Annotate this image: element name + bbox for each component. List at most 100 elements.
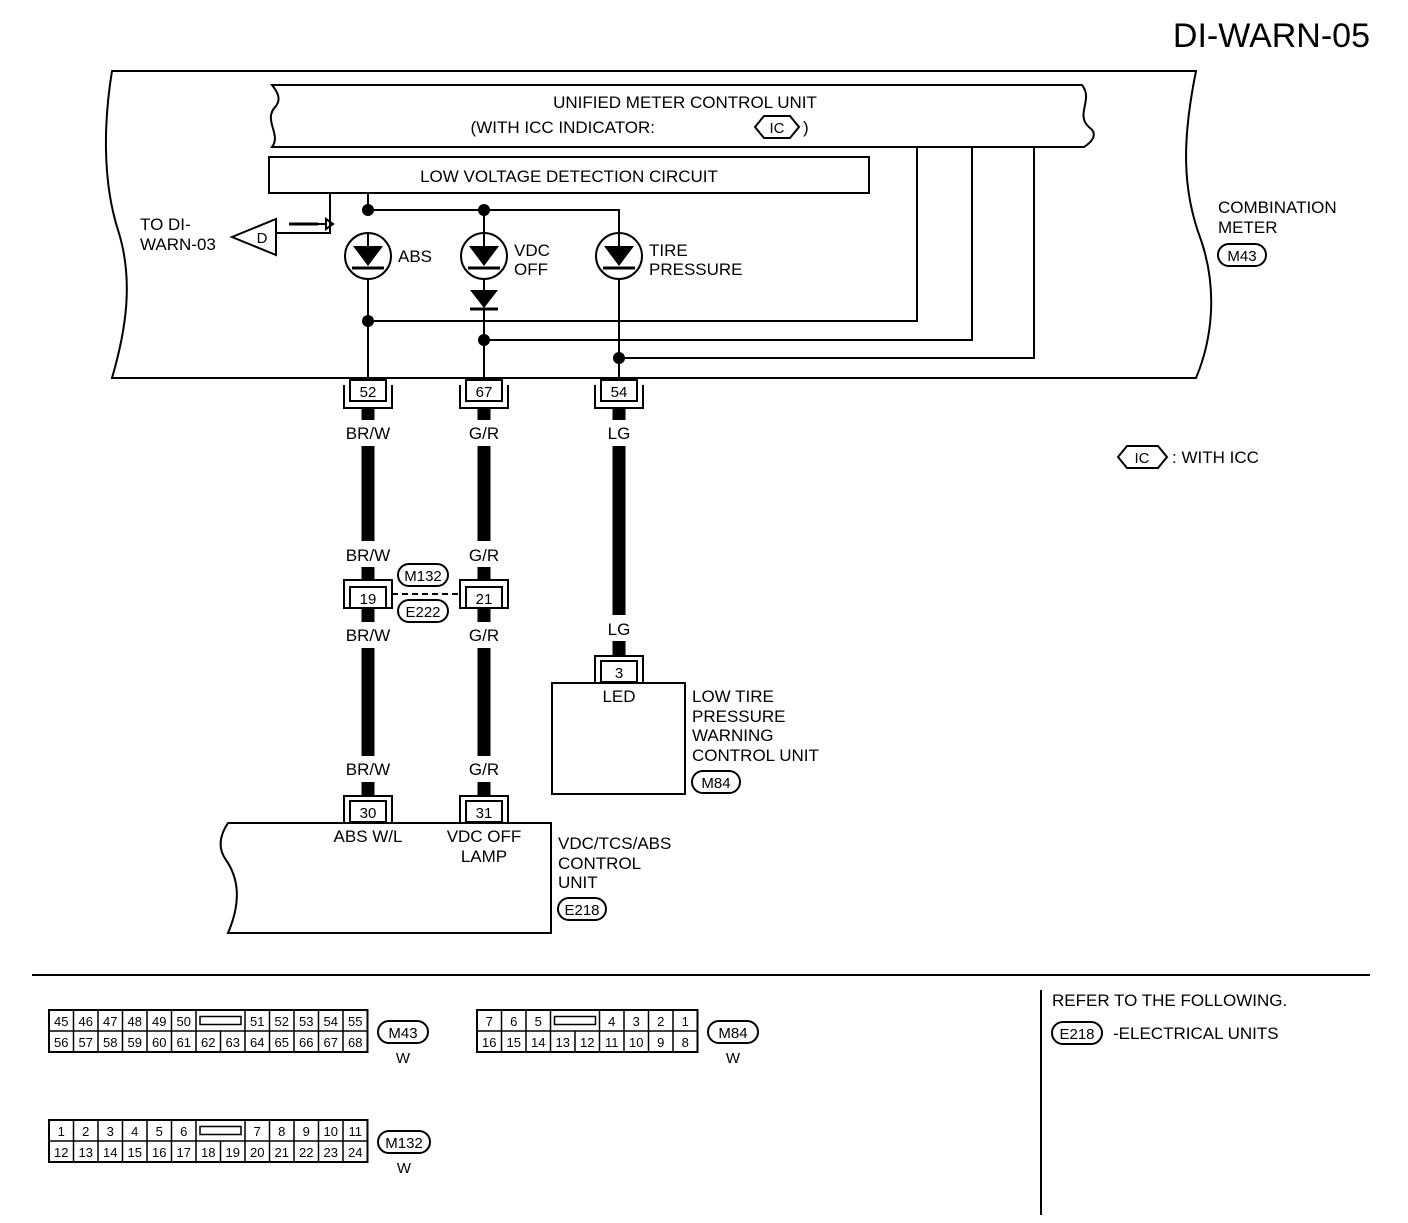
terminal-31: 31 bbox=[459, 795, 509, 823]
vdc-pin-label: VDC OFF bbox=[447, 827, 522, 846]
abs-unit-label-2: CONTROL bbox=[558, 854, 641, 873]
pin-number: 59 bbox=[128, 1035, 142, 1050]
connector-tag-m84-view: M84 bbox=[707, 1020, 759, 1044]
tire-return-wire bbox=[619, 147, 1035, 359]
ic-indicator-tag: IC bbox=[753, 115, 801, 139]
pin-number: 45 bbox=[54, 1014, 68, 1029]
pin-number: 54 bbox=[324, 1014, 338, 1029]
pin-number: 8 bbox=[682, 1035, 689, 1050]
joint-terminal-19: 19 bbox=[343, 579, 393, 609]
tire-unit-label-4: CONTROL UNIT bbox=[692, 746, 819, 765]
svg-text:19: 19 bbox=[360, 591, 377, 608]
svg-text:M132: M132 bbox=[385, 1135, 423, 1152]
pin-number: 5 bbox=[535, 1014, 542, 1029]
svg-text:M132: M132 bbox=[404, 568, 442, 585]
tire-unit-pin-label: LED bbox=[602, 687, 635, 706]
pin-number: 15 bbox=[507, 1035, 521, 1050]
svg-text:D: D bbox=[257, 230, 268, 247]
svg-text:67: 67 bbox=[476, 384, 493, 401]
svg-text:M84: M84 bbox=[718, 1025, 747, 1042]
svg-text:E218: E218 bbox=[564, 902, 599, 919]
tire-lamp-label: TIRE bbox=[649, 241, 688, 260]
connector-color-m43: W bbox=[396, 1050, 411, 1067]
pin-number: 57 bbox=[79, 1035, 93, 1050]
direction-arrow-icon bbox=[312, 217, 335, 231]
joint-terminal-21: 21 bbox=[459, 579, 509, 609]
wire-color-label: BR/W bbox=[346, 760, 390, 779]
terminal-54: 54 bbox=[594, 379, 644, 409]
pin-number: 6 bbox=[510, 1014, 517, 1029]
terminal-52: 52 bbox=[343, 379, 393, 409]
pin-number: 16 bbox=[152, 1145, 166, 1160]
abs-control-unit-outline bbox=[219, 822, 552, 934]
pin-number: 21 bbox=[275, 1145, 289, 1160]
vdc-pin-label-2: LAMP bbox=[461, 847, 507, 866]
legend-ic-tag: IC bbox=[1116, 445, 1169, 469]
pin-number: 22 bbox=[299, 1145, 313, 1160]
connector-tag-e218-ref: E218 bbox=[1051, 1021, 1103, 1045]
reference-text: -ELECTRICAL UNITS bbox=[1113, 1024, 1279, 1043]
connector-key-slot bbox=[199, 1125, 242, 1136]
svg-text:M84: M84 bbox=[701, 775, 730, 792]
pin-number: 9 bbox=[303, 1124, 310, 1139]
pin-number: 66 bbox=[299, 1035, 313, 1050]
vdc-lamp-label-2: OFF bbox=[514, 260, 548, 279]
meter-unit-title: UNIFIED METER CONTROL UNIT bbox=[553, 93, 817, 112]
offpage-wire bbox=[276, 193, 331, 234]
lamp-supply-bus bbox=[367, 193, 620, 233]
svg-text:31: 31 bbox=[476, 805, 493, 822]
pin-number: 55 bbox=[348, 1014, 362, 1029]
wire-color-label: G/R bbox=[469, 546, 499, 565]
wire-color-label: LG bbox=[608, 620, 631, 639]
tire-unit-label-3: WARNING bbox=[692, 726, 774, 745]
reference-title: REFER TO THE FOLLOWING. bbox=[1052, 991, 1287, 1010]
svg-text:E218: E218 bbox=[1059, 1026, 1094, 1043]
junction-dot bbox=[613, 352, 625, 364]
connector-tag-m132-view: M132 bbox=[377, 1130, 431, 1154]
pin-number: 18 bbox=[201, 1145, 215, 1160]
combination-meter-label-2: METER bbox=[1218, 218, 1278, 237]
wire-color-label: G/R bbox=[469, 626, 499, 645]
svg-text:IC: IC bbox=[1135, 450, 1150, 467]
connector-tag-m43: M43 bbox=[1217, 243, 1267, 267]
pin-number: 15 bbox=[128, 1145, 142, 1160]
pin-number: 5 bbox=[156, 1124, 163, 1139]
svg-text:30: 30 bbox=[360, 805, 377, 822]
offpage-label: TO DI- bbox=[140, 215, 191, 234]
pin-number: 2 bbox=[657, 1014, 664, 1029]
pin-number: 3 bbox=[107, 1124, 114, 1139]
svg-text:21: 21 bbox=[476, 591, 493, 608]
svg-text:M43: M43 bbox=[388, 1025, 417, 1042]
offpage-connector-d: D bbox=[229, 217, 277, 257]
pin-number: 12 bbox=[54, 1145, 68, 1160]
tire-unit-label-2: PRESSURE bbox=[692, 707, 786, 726]
abs-unit-label-3: UNIT bbox=[558, 873, 598, 892]
pin-number: 64 bbox=[250, 1035, 264, 1050]
connector-tag-e222: E222 bbox=[397, 599, 449, 623]
terminal-67: 67 bbox=[459, 379, 509, 409]
pin-number: 11 bbox=[605, 1035, 619, 1050]
pin-number: 68 bbox=[348, 1035, 362, 1050]
junction-dot bbox=[362, 204, 374, 216]
abs-pin-label: ABS W/L bbox=[334, 827, 403, 846]
pin-number: 56 bbox=[54, 1035, 68, 1050]
connector-key-slot bbox=[199, 1015, 242, 1026]
vdc-return-wire bbox=[484, 147, 973, 341]
meter-control-unit-band bbox=[269, 84, 1095, 148]
pin-number: 46 bbox=[79, 1014, 93, 1029]
pin-number: 3 bbox=[633, 1014, 640, 1029]
pin-number: 13 bbox=[79, 1145, 93, 1160]
pin-number: 12 bbox=[580, 1035, 594, 1050]
pin-number: 10 bbox=[324, 1124, 338, 1139]
pin-number: 19 bbox=[226, 1145, 240, 1160]
connector-tag-m43-view: M43 bbox=[377, 1020, 429, 1044]
wire-color-label: BR/W bbox=[346, 546, 390, 565]
connector-color-m132: W bbox=[397, 1160, 412, 1177]
abs-warning-lamp-icon bbox=[344, 232, 392, 280]
meter-unit-subtitle-end: ) bbox=[803, 118, 809, 137]
pin-number: 6 bbox=[180, 1124, 187, 1139]
pin-number: 63 bbox=[226, 1035, 240, 1050]
pin-number: 62 bbox=[201, 1035, 215, 1050]
